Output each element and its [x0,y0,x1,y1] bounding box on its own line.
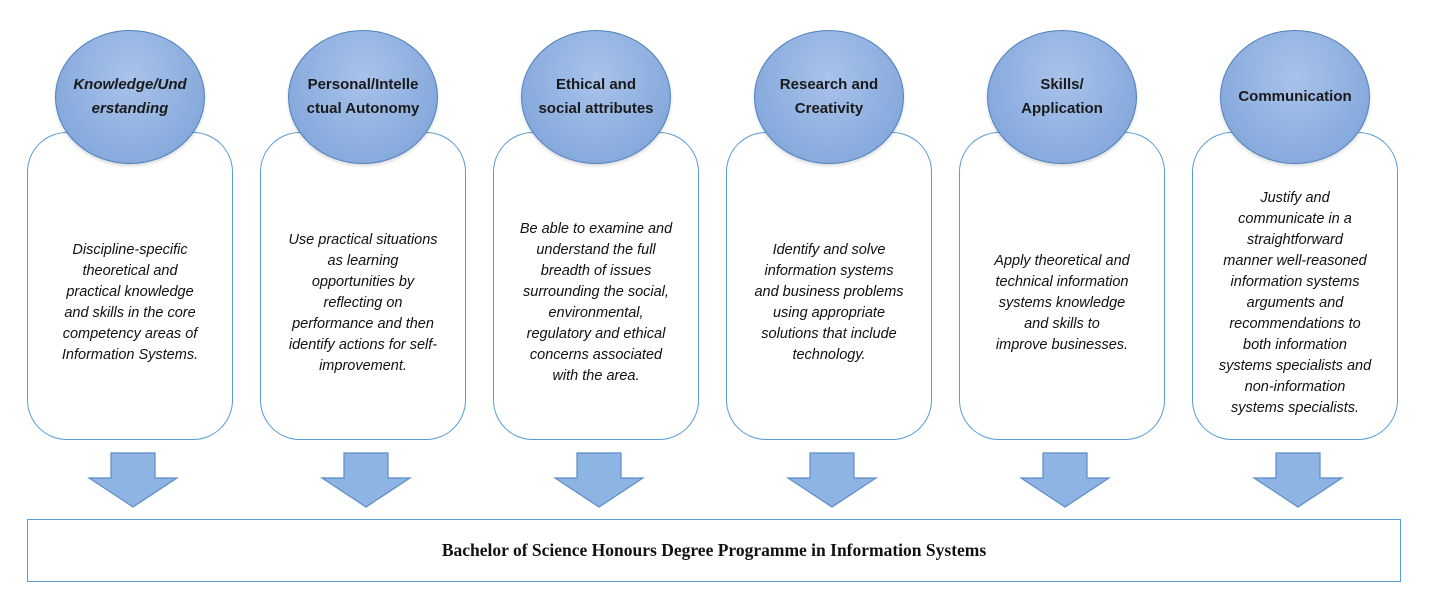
attribute-column-autonomy: Use practical situations as learning opp… [260,0,494,520]
degree-programme-box: Bachelor of Science Honours Degree Progr… [27,519,1401,582]
attribute-title: Skills/ Application [1021,76,1103,117]
attribute-oval: Skills/ Application [987,30,1137,164]
attribute-column-skills: Apply theoretical and technical informat… [959,0,1193,520]
attribute-card: Use practical situations as learning opp… [260,132,466,440]
attribute-description: Discipline-specific theoretical and prac… [61,242,199,363]
attribute-description: Be able to examine and understand the fu… [519,221,673,384]
down-arrow-icon [1019,452,1111,508]
attribute-card: Identify and solve information systems a… [726,132,932,440]
attribute-card: Justify and communicate in a straightfor… [1192,132,1398,440]
attribute-card: Discipline-specific theoretical and prac… [27,132,233,440]
degree-programme-title: Bachelor of Science Honours Degree Progr… [441,540,987,560]
down-arrow-icon [320,452,412,508]
attribute-title: Communication [1238,88,1352,105]
attribute-title: Ethical and social attributes [538,76,654,117]
attribute-description: Justify and communicate in a straightfor… [1218,189,1372,416]
attribute-oval: Research and Creativity [754,30,904,164]
attribute-card: Apply theoretical and technical informat… [959,132,1165,440]
attribute-description: Apply theoretical and technical informat… [994,252,1130,353]
down-arrow-icon [553,452,645,508]
attribute-description: Identify and solve information systems a… [754,242,904,363]
attribute-title: Knowledge/Und erstanding [73,76,187,117]
attribute-oval: Communication [1220,30,1370,164]
attribute-oval: Ethical and social attributes [521,30,671,164]
down-arrow-icon [87,452,179,508]
attribute-description: Use practical situations as learning opp… [288,231,438,374]
down-arrow-icon [786,452,878,508]
attribute-column-ethical: Be able to examine and understand the fu… [493,0,727,520]
attribute-oval: Knowledge/Und erstanding [55,30,205,164]
attribute-column-knowledge: Discipline-specific theoretical and prac… [27,0,261,520]
attribute-title: Personal/Intelle ctual Autonomy [306,76,420,117]
attribute-title: Research and Creativity [779,76,879,117]
attribute-column-communication: Justify and communicate in a straightfor… [1192,0,1426,520]
attribute-column-research: Identify and solve information systems a… [726,0,960,520]
attribute-card: Be able to examine and understand the fu… [493,132,699,440]
down-arrow-icon [1252,452,1344,508]
attribute-oval: Personal/Intelle ctual Autonomy [288,30,438,164]
